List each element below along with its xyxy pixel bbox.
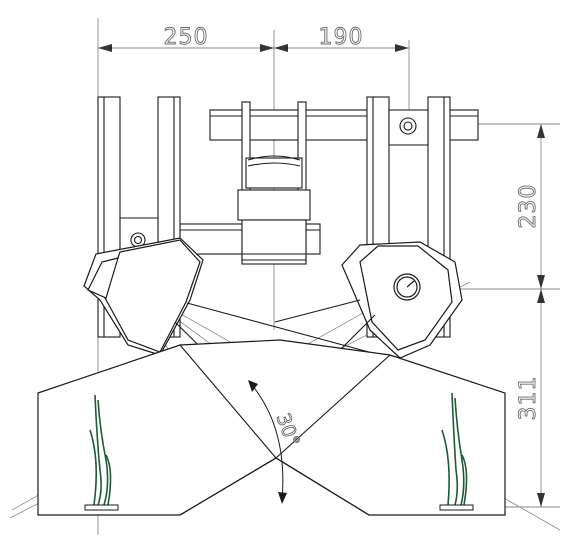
right-plant-base [439, 504, 474, 511]
left-plant-base [84, 504, 119, 511]
angle-arc [251, 384, 284, 501]
center-fixture [237, 101, 311, 265]
light-beams-front [179, 344, 391, 516]
dimension-311: 311 [516, 376, 541, 421]
right-lamp [341, 241, 463, 359]
left-plant-icon [89, 394, 112, 506]
dimension-arrows [98, 44, 545, 507]
ground-mound [37, 339, 506, 516]
dimension-250: 250 [164, 25, 209, 50]
left-lamp [83, 237, 204, 356]
dimension-190: 190 [319, 25, 364, 50]
dimension-230: 230 [516, 184, 541, 229]
right-plant-icon [441, 392, 468, 506]
angle-arrows [248, 380, 287, 504]
